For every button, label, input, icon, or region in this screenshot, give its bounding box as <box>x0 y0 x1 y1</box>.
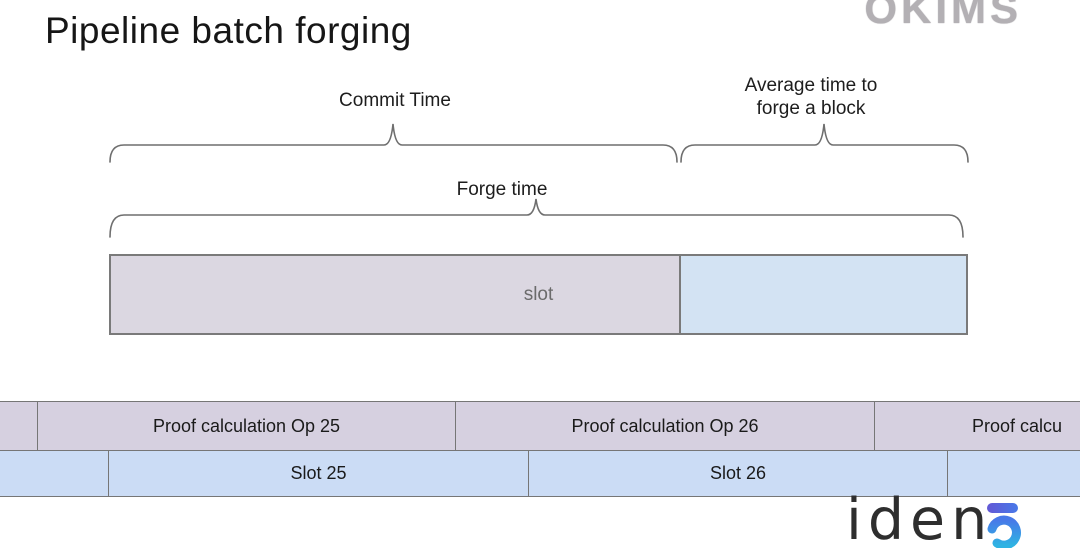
iden3-logo-numeral-icon <box>987 503 1021 548</box>
avg-forge-time-label-line1: Average time to <box>744 75 878 96</box>
iden3-logo-wordmark: iden <box>846 487 994 548</box>
slot-duration-bar: slot <box>109 254 968 335</box>
avg-forge-time-label-line2: forge a block <box>756 98 866 119</box>
slot-row-cell-partial-left <box>0 450 109 497</box>
proof-row-cell-op25: Proof calculation Op 25 <box>37 401 456 451</box>
slot-bar-forge-segment <box>679 256 966 333</box>
logo-numeral-top-bar <box>987 503 1018 513</box>
slot-row-cell-slot25: Slot 25 <box>108 450 529 497</box>
logo-numeral-curve <box>987 515 1021 548</box>
avg-forge-time-label: Average time to forge a block <box>702 74 920 120</box>
forge-time-brace <box>109 198 964 238</box>
proof-row-cell-partial-left <box>0 401 38 451</box>
okims-watermark: OKIMS <box>864 0 1022 32</box>
slot-bar-label: slot <box>523 283 554 305</box>
slot-bar-commit-segment <box>111 256 679 333</box>
slot-row-cell-partial-right <box>947 450 1080 497</box>
proof-row-cell-op26: Proof calculation Op 26 <box>455 401 875 451</box>
proof-row-cell-partial-right: Proof calcu <box>874 401 1080 451</box>
commit-time-brace <box>109 123 678 163</box>
avg-forge-time-brace <box>680 123 969 163</box>
forge-time-label: Forge time <box>456 179 548 200</box>
commit-time-label: Commit Time <box>339 90 451 111</box>
page-title: Pipeline batch forging <box>45 10 412 51</box>
slot-row-cell-slot26: Slot 26 <box>528 450 948 497</box>
